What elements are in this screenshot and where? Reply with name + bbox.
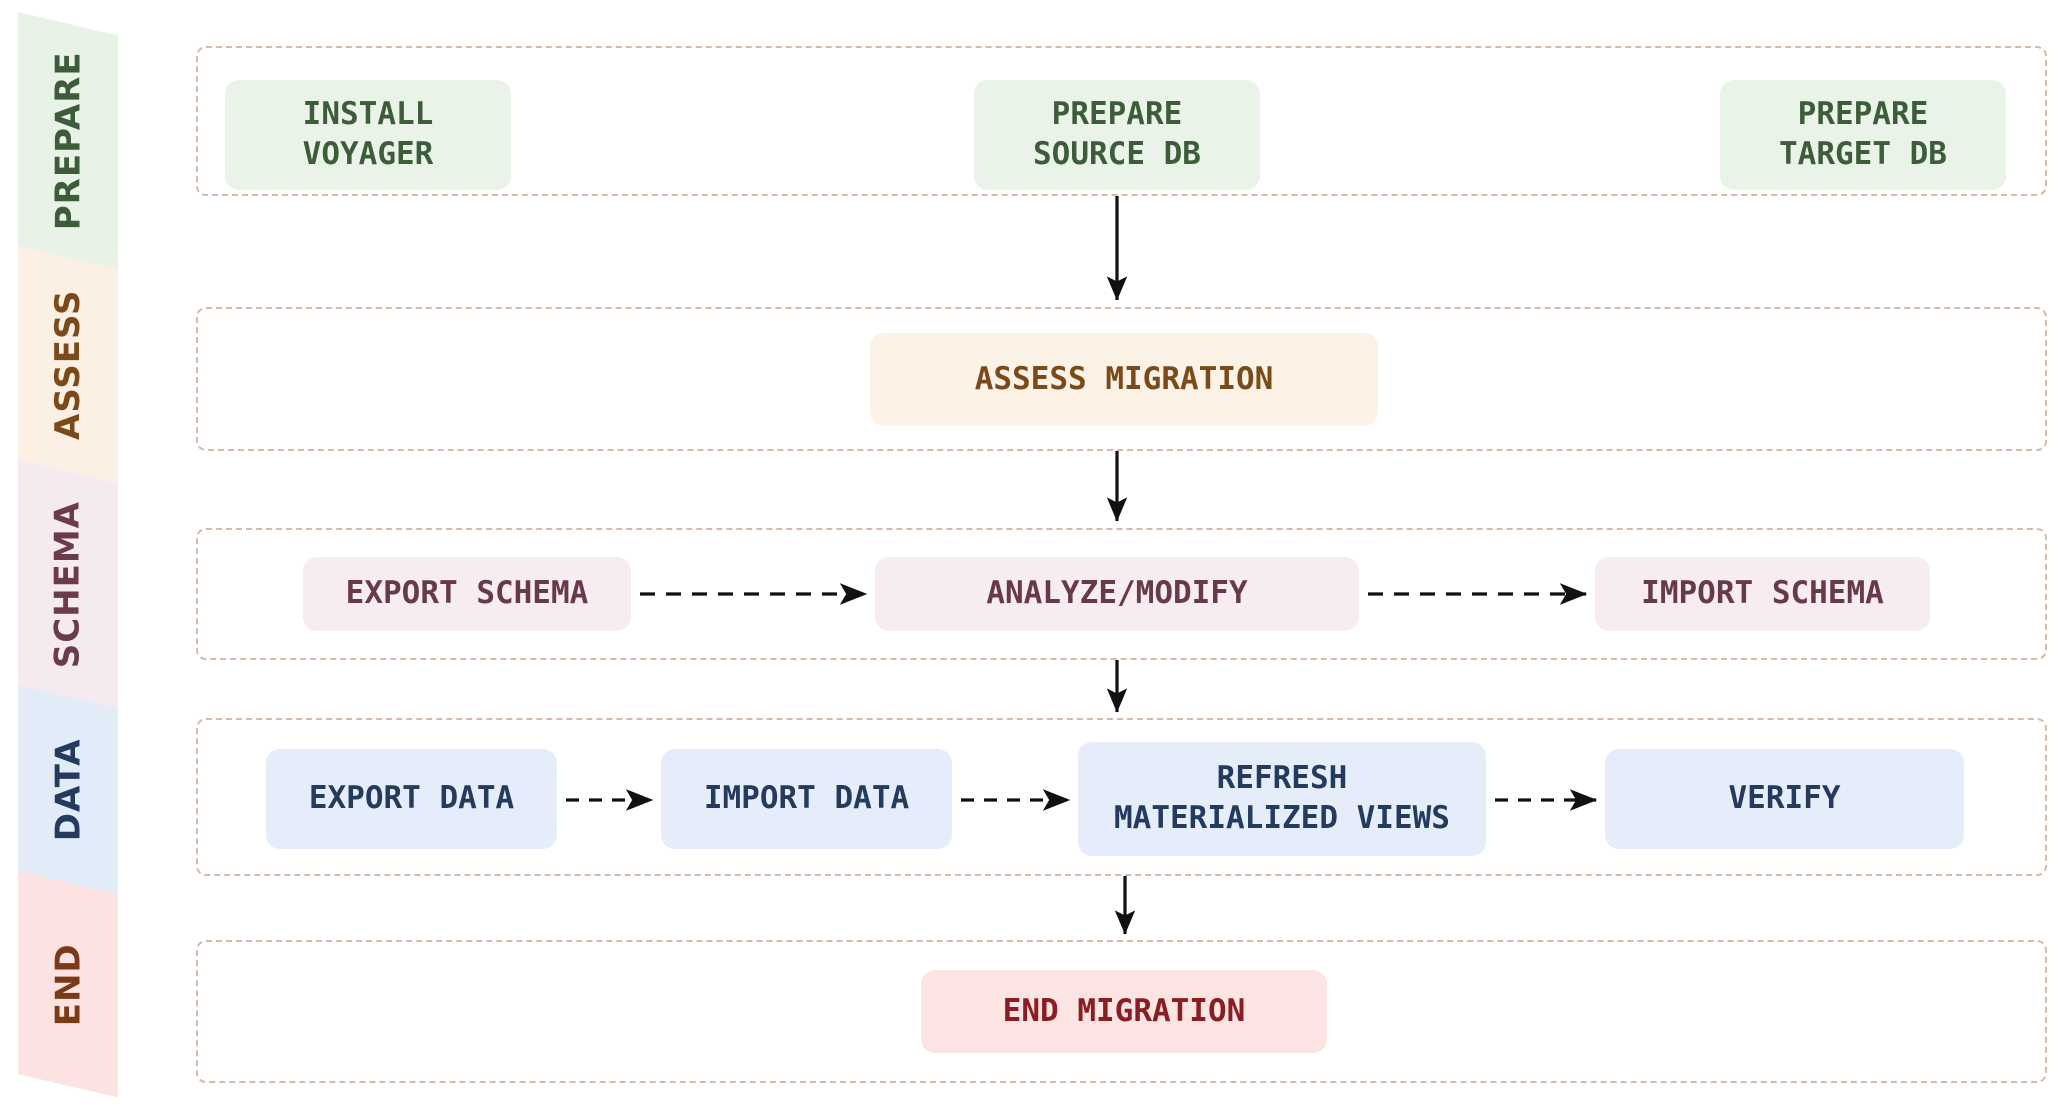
stage-container-prepare [196, 46, 2047, 196]
node-export-data[interactable]: EXPORT DATA [266, 749, 557, 849]
phase-band-assess[interactable]: ASSESS [18, 246, 118, 484]
phase-label-prepare: PREPARE [48, 51, 88, 231]
phase-label-end: END [48, 942, 88, 1026]
phase-band-prepare[interactable]: PREPARE [18, 12, 118, 270]
node-assess-migration[interactable]: ASSESS MIGRATION [870, 333, 1378, 426]
phase-label-schema: SCHEMA [48, 500, 88, 668]
stage-container-assess [196, 307, 2047, 451]
phase-band-data[interactable]: DATA [18, 685, 118, 895]
node-install-voyager[interactable]: INSTALL VOYAGER [225, 80, 511, 190]
node-import-schema[interactable]: IMPORT SCHEMA [1595, 557, 1930, 631]
node-analyze-modify[interactable]: ANALYZE/MODIFY [875, 557, 1359, 631]
node-import-data[interactable]: IMPORT DATA [661, 749, 952, 849]
node-refresh-materialized-views[interactable]: REFRESH MATERIALIZED VIEWS [1078, 742, 1486, 856]
stage-container-data [196, 718, 2047, 876]
phase-label-assess: ASSESS [48, 289, 88, 440]
phase-band-schema[interactable]: SCHEMA [18, 460, 118, 709]
node-export-schema[interactable]: EXPORT SCHEMA [303, 557, 631, 631]
node-prepare-target-db[interactable]: PREPARE TARGET DB [1720, 80, 2006, 190]
node-prepare-source-db[interactable]: PREPARE SOURCE DB [974, 80, 1260, 190]
phase-label-data: DATA [48, 738, 89, 842]
node-verify[interactable]: VERIFY [1605, 749, 1964, 849]
stage-container-end [196, 940, 2047, 1083]
phase-rail: PREPARE ASSESS SCHEMA DATA END [18, 12, 118, 1098]
phase-band-end[interactable]: END [18, 871, 118, 1098]
node-end-migration[interactable]: END MIGRATION [921, 970, 1327, 1053]
stage-container-schema [196, 528, 2047, 660]
